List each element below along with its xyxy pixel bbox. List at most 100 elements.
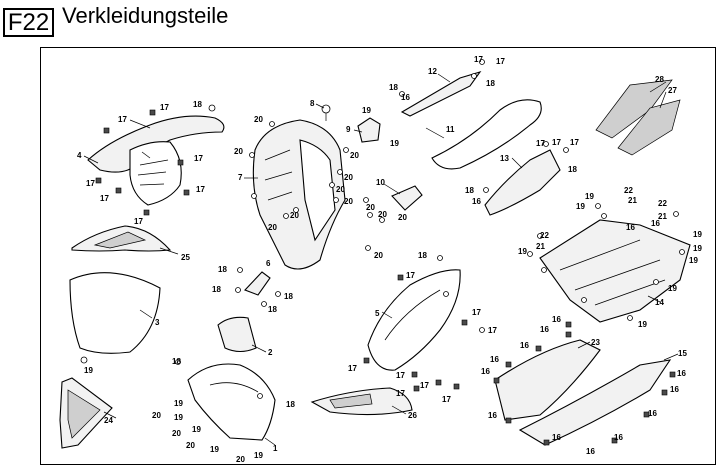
callout-19b: 19 xyxy=(390,139,399,148)
part-23-floor-panel xyxy=(494,339,601,421)
callout-20c: 20 xyxy=(350,151,359,160)
callout-16j: 16 xyxy=(488,411,497,420)
callout-19o: 19 xyxy=(210,445,219,454)
part-10-bracket xyxy=(391,185,423,211)
callout-3: 3 xyxy=(155,318,160,327)
callout-21c: 21 xyxy=(658,212,667,221)
callout-21b: 21 xyxy=(536,242,545,251)
callout-16p: 16 xyxy=(677,369,686,378)
callout-24: 24 xyxy=(104,416,113,425)
callout-16f: 16 xyxy=(540,325,549,334)
callout-19e: 19 xyxy=(693,230,702,239)
callout-9: 9 xyxy=(346,125,351,134)
callout-17b: 17 xyxy=(160,103,169,112)
callout-18c: 18 xyxy=(486,79,495,88)
callout-16g: 16 xyxy=(520,341,529,350)
callout-20b: 20 xyxy=(234,147,243,156)
callout-20a: 20 xyxy=(254,115,263,124)
callout-18l: 18 xyxy=(286,400,295,409)
callout-20e: 20 xyxy=(336,185,345,194)
part-28-floor-mat xyxy=(595,79,673,139)
callout-23: 23 xyxy=(591,338,600,347)
callout-20h: 20 xyxy=(378,210,387,219)
callout-17h: 17 xyxy=(474,55,483,64)
part-14-frame-cover xyxy=(539,219,691,323)
callout-16i: 16 xyxy=(481,367,490,376)
callout-17a: 17 xyxy=(118,115,127,124)
callout-16e: 16 xyxy=(552,315,561,324)
part-3-front-shield xyxy=(69,272,161,354)
callout-19f: 19 xyxy=(693,244,702,253)
callout-17g: 17 xyxy=(134,217,143,226)
callout-19a: 19 xyxy=(362,106,371,115)
callout-16k: 16 xyxy=(552,433,561,442)
callout-17l: 17 xyxy=(570,138,579,147)
callout-8: 8 xyxy=(310,99,315,108)
callout-19n: 19 xyxy=(192,425,201,434)
callout-16l: 16 xyxy=(586,447,595,456)
diagram-code: F22 xyxy=(3,8,54,37)
callout-17d: 17 xyxy=(86,179,95,188)
callout-11: 11 xyxy=(446,125,455,134)
callout-7: 7 xyxy=(238,173,243,182)
callout-17q: 17 xyxy=(396,371,405,380)
callout-20l: 20 xyxy=(374,251,383,260)
callout-17c: 17 xyxy=(194,154,203,163)
callout-18d: 18 xyxy=(568,165,577,174)
callout-20g: 20 xyxy=(366,203,375,212)
callout-18a: 18 xyxy=(193,100,202,109)
callout-15: 15 xyxy=(678,349,687,358)
callout-16h: 16 xyxy=(490,355,499,364)
callout-18b: 18 xyxy=(389,83,398,92)
callout-17m: 17 xyxy=(406,271,415,280)
part-25-side-panel xyxy=(71,225,172,252)
part-27-floor-mat xyxy=(617,99,681,156)
part-2-inner-bracket xyxy=(217,316,257,353)
part-12-rail xyxy=(400,71,482,117)
callout-17t: 17 xyxy=(442,395,451,404)
callout-19m: 19 xyxy=(174,413,183,422)
callout-20i: 20 xyxy=(398,213,407,222)
callout-19i: 19 xyxy=(668,284,677,293)
callout-20f: 20 xyxy=(344,197,353,206)
callout-10: 10 xyxy=(376,178,385,187)
callout-4: 4 xyxy=(77,151,82,160)
part-15-under-cover xyxy=(518,359,672,446)
part-13-side-rail xyxy=(484,149,561,216)
part-7-inner-shield xyxy=(252,119,346,270)
hardware-markers xyxy=(80,59,685,446)
part-9-clip xyxy=(357,117,381,143)
callout-17j: 17 xyxy=(536,139,545,148)
callout-20d: 20 xyxy=(344,173,353,182)
part-8-bolt xyxy=(321,104,331,121)
part-11-tunnel-cover xyxy=(431,99,542,170)
callout-19p: 19 xyxy=(254,451,263,460)
callout-22b: 22 xyxy=(658,199,667,208)
part-6-bracket xyxy=(244,271,271,296)
callout-19c: 19 xyxy=(585,192,594,201)
callout-17p: 17 xyxy=(348,364,357,373)
callout-19h: 19 xyxy=(689,256,698,265)
callout-19d: 19 xyxy=(576,202,585,211)
callout-16n: 16 xyxy=(648,409,657,418)
callout-5: 5 xyxy=(375,309,380,318)
callout-16o: 16 xyxy=(670,385,679,394)
callout-17f: 17 xyxy=(100,194,109,203)
callout-19k: 19 xyxy=(84,366,93,375)
callout-18k: 18 xyxy=(172,357,181,366)
callout-17e: 17 xyxy=(196,185,205,194)
callout-18e: 18 xyxy=(465,186,474,195)
callout-19j: 19 xyxy=(638,320,647,329)
callout-20j: 20 xyxy=(290,211,299,220)
callout-18h: 18 xyxy=(212,285,221,294)
part-5-side-body-panel xyxy=(367,269,461,371)
callout-20m: 20 xyxy=(152,411,161,420)
callout-17r: 17 xyxy=(420,381,429,390)
leader-lines xyxy=(83,73,679,446)
callout-26: 26 xyxy=(408,411,417,420)
callout-19g: 19 xyxy=(518,247,527,256)
callout-27: 27 xyxy=(668,86,677,95)
callout-16d: 16 xyxy=(651,219,660,228)
callout-17n: 17 xyxy=(472,308,481,317)
